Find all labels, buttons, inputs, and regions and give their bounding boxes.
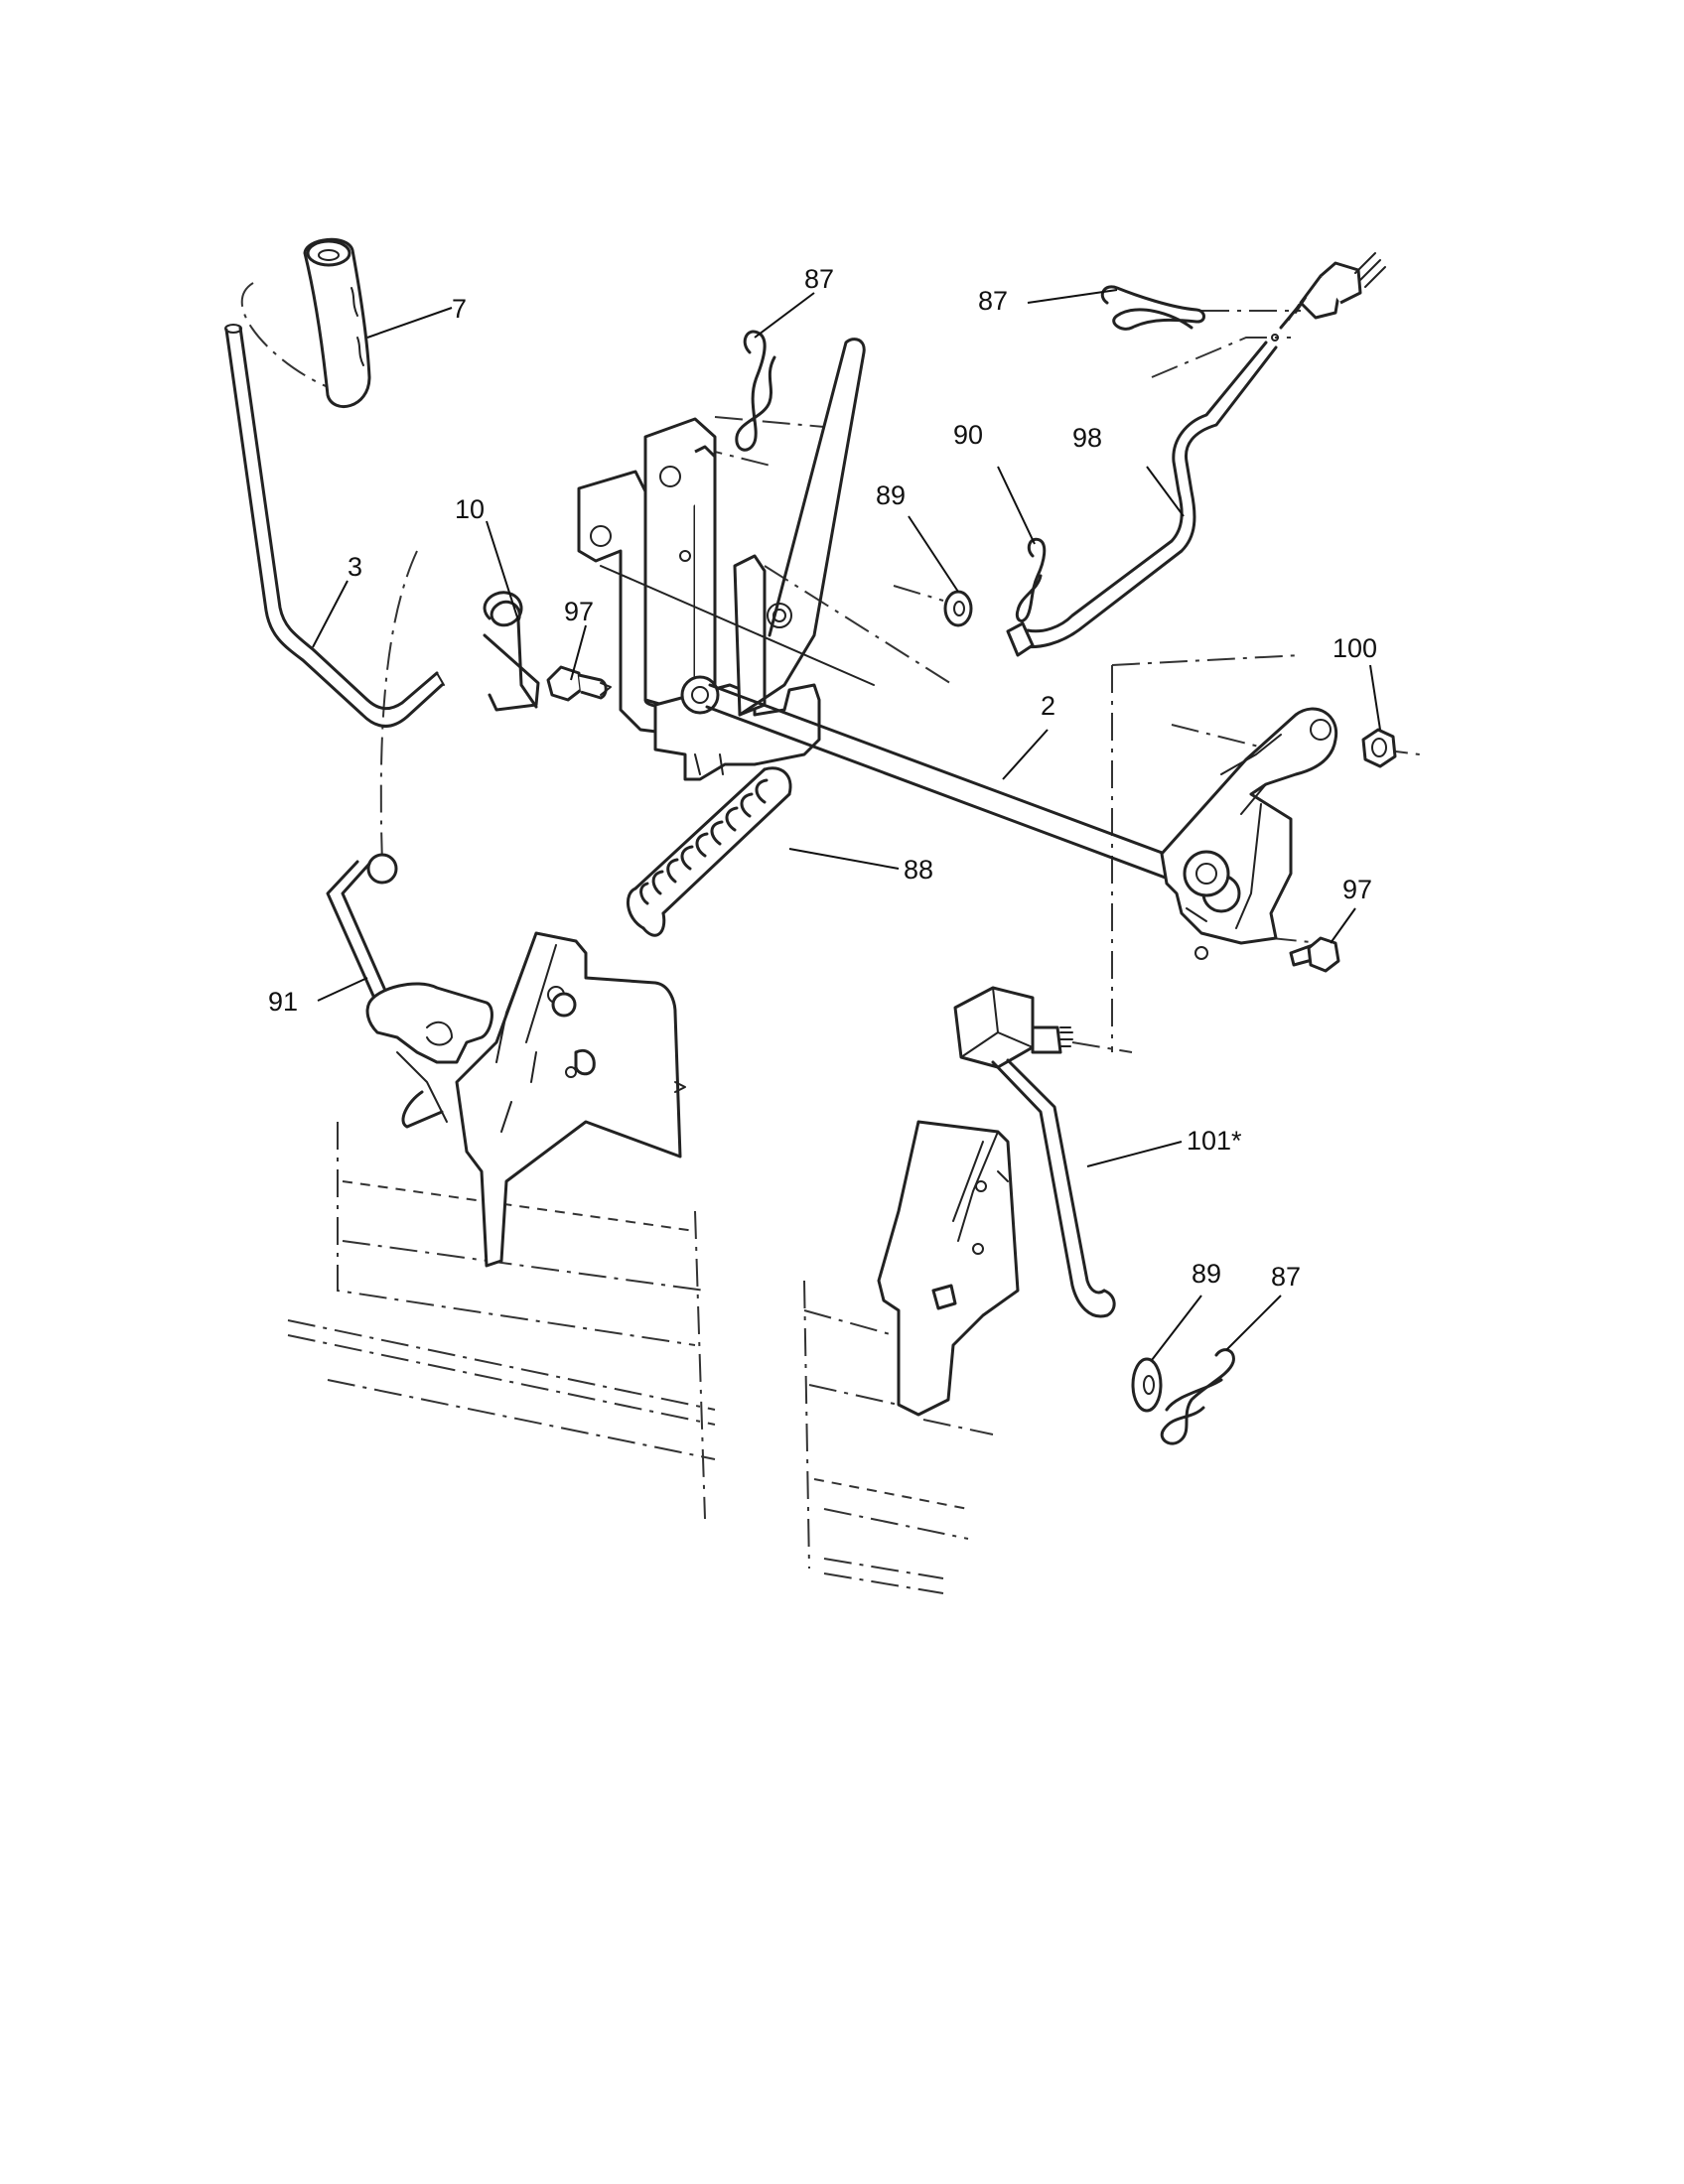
callout-left-link: 91 [268, 987, 298, 1017]
callout-nut: 100 [1333, 633, 1377, 663]
callout-hairpin-upper-right: 87 [978, 286, 1008, 316]
hairpin-clip-upper-right [1100, 285, 1205, 331]
washer-upper [943, 590, 973, 627]
adjust-rod [1006, 252, 1386, 657]
callout-adjust-rod: 98 [1072, 423, 1102, 453]
callout-washer-upper: 89 [876, 480, 906, 510]
callout-hairpin-small: 90 [953, 420, 983, 450]
callout-labels: 7 3 10 97 87 87 90 89 98 100 2 88 97 91 … [268, 264, 1377, 1292]
hairpin-clip-bracket [735, 330, 776, 452]
lower-bolt [1289, 936, 1340, 973]
right-link [953, 986, 1116, 1318]
callout-lift-handle: 3 [348, 552, 362, 582]
callout-lift-shaft: 2 [1041, 691, 1055, 721]
callout-upper-bolt: 97 [564, 597, 594, 626]
leader-lines [312, 289, 1381, 1361]
right-deck-bracket [877, 1120, 1020, 1417]
callout-lower-bolt: 97 [1342, 875, 1372, 904]
main-bracket [577, 417, 821, 781]
hairpin-clip-small [1015, 537, 1047, 622]
callout-hairpin-bracket: 87 [804, 264, 834, 294]
extension-spring [627, 338, 866, 937]
right-lift-arm [1160, 707, 1338, 960]
lift-shaft [600, 565, 1193, 887]
lift-handle-rod [224, 324, 445, 728]
torsion-spring [483, 591, 540, 712]
hairpin-clip-lower [1160, 1348, 1235, 1445]
left-deck-bracket [455, 931, 686, 1268]
handle-grip [303, 237, 371, 409]
callout-extension-spring: 88 [904, 855, 933, 885]
callout-hairpin-lower: 87 [1271, 1262, 1301, 1292]
nut [1361, 728, 1397, 768]
upper-bolt [546, 665, 612, 702]
callout-torsion-spring: 10 [455, 494, 485, 524]
callout-grip: 7 [452, 294, 467, 324]
phantom-lines [240, 282, 1421, 1594]
callout-right-link: 101* [1187, 1126, 1242, 1156]
callout-washer-lower: 89 [1192, 1259, 1221, 1289]
washer-lower [1131, 1357, 1163, 1413]
